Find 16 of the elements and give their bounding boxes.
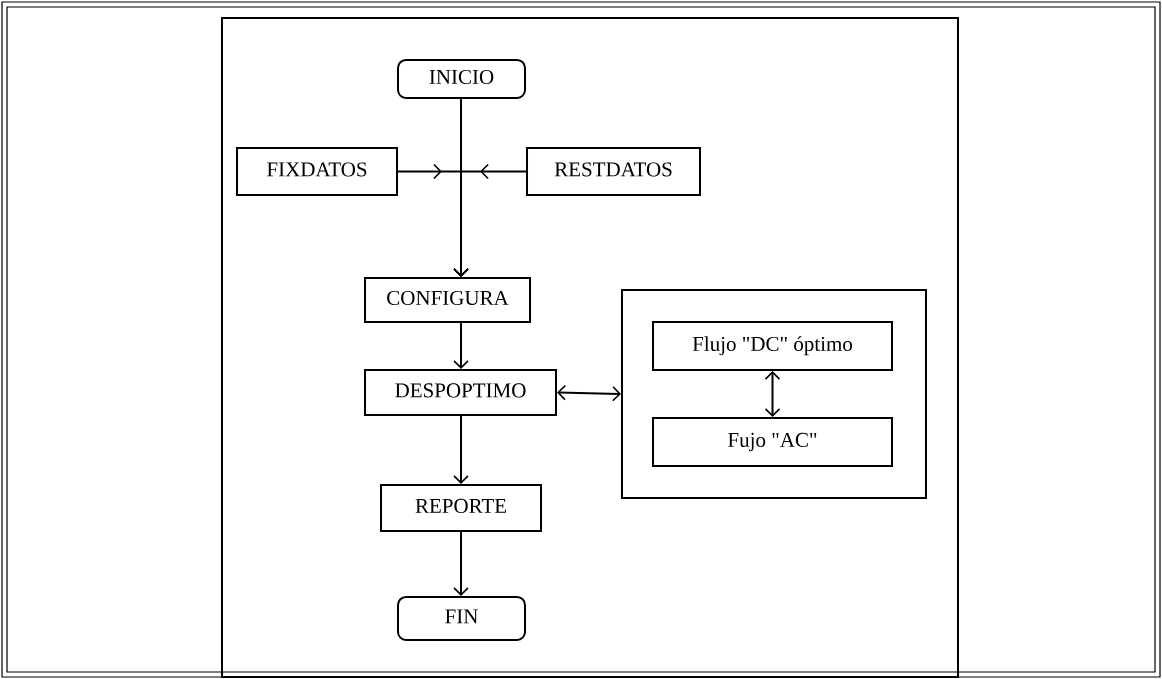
- process-box: CONFIGURA: [364, 277, 531, 323]
- process-box: RESTDATOS: [526, 147, 701, 196]
- arrow: [557, 384, 621, 402]
- arrow: [453, 163, 527, 277]
- start-box: INICIO: [397, 59, 526, 99]
- process-box: Flujo "DC" óptimo: [652, 321, 893, 371]
- process-box: REPORTE: [380, 484, 542, 532]
- group-box: [621, 289, 927, 499]
- arrow: [453, 322, 469, 369]
- process-box: DESPOPTIMO: [364, 369, 557, 416]
- process-box: FIXDATOS: [236, 147, 398, 196]
- arrow: [453, 415, 469, 484]
- arrow: [453, 531, 469, 596]
- arrow: [764, 371, 781, 417]
- end-box: FIN: [397, 596, 526, 641]
- process-box: Fujo "AC": [652, 417, 893, 467]
